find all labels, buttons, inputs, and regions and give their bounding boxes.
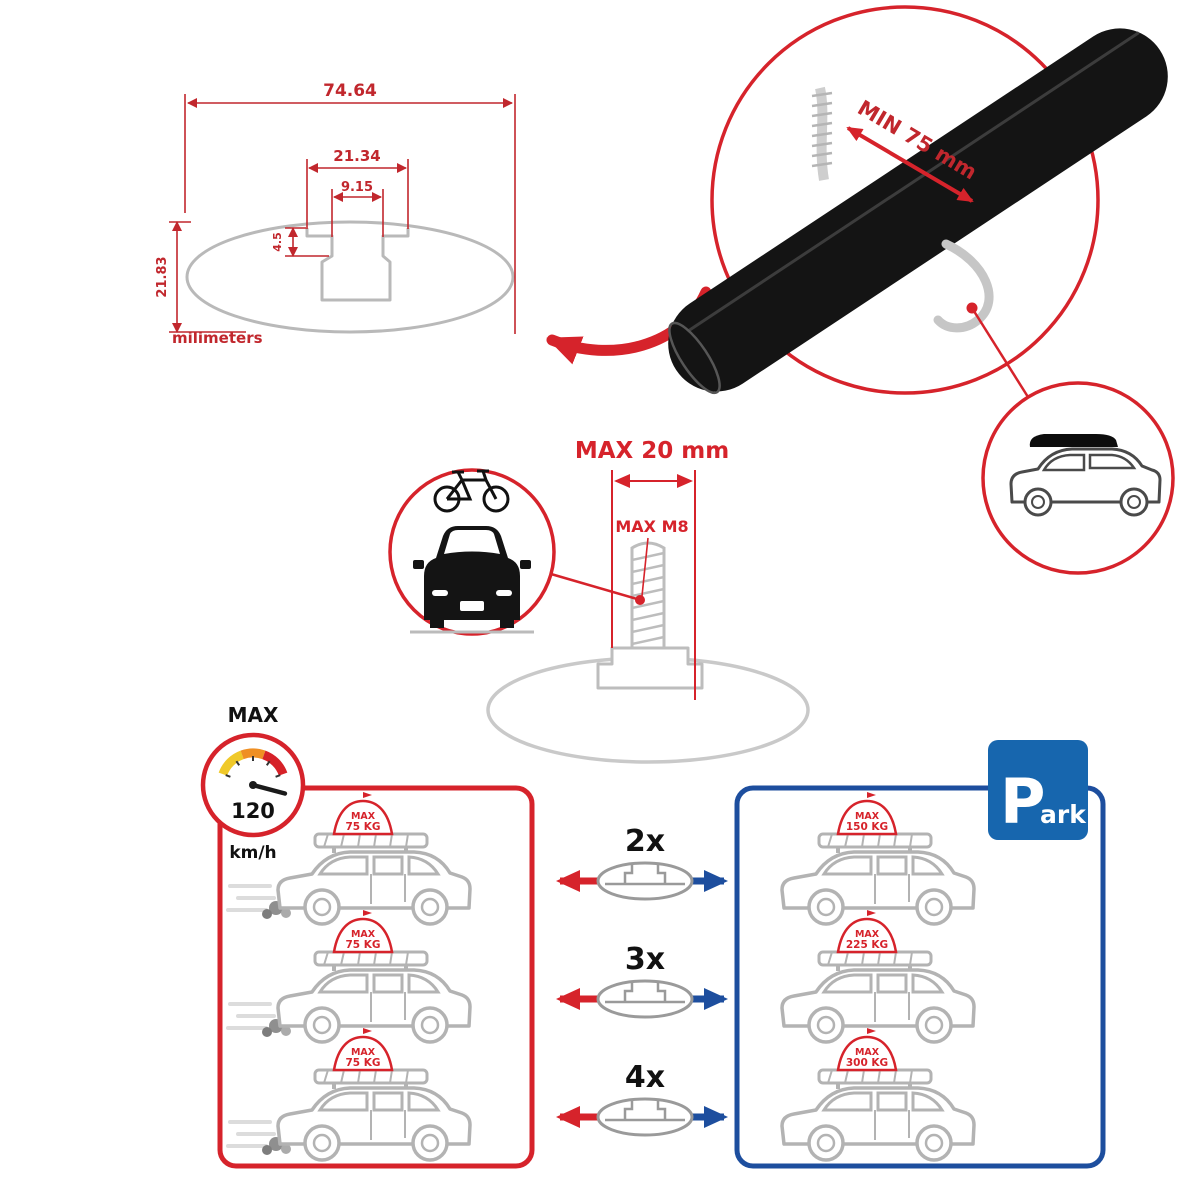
- tag-line2: 75 KG: [345, 1057, 380, 1069]
- tag-line2: 75 KG: [345, 821, 380, 833]
- fixing-bolt-diagram: MAX 20 mm MAX M8: [388, 438, 810, 764]
- suv-side-icon: [780, 832, 976, 926]
- park-sign: P ark: [988, 740, 1088, 840]
- multiplier-row-3: 4x: [556, 1060, 728, 1137]
- crossbar-profile-drawing: [185, 220, 515, 334]
- crossbar-end-icon: [596, 861, 694, 901]
- dim-total-height: 21.83: [155, 256, 170, 297]
- u-bolt-hook: [933, 239, 994, 333]
- crossbar-photo: [668, 28, 1168, 395]
- dimension-lines: [169, 94, 516, 334]
- speed-value: 120: [231, 799, 275, 823]
- suv-car-left-2: MAX 75 KG: [226, 908, 472, 1044]
- bolt-leader-line: [550, 572, 638, 601]
- park-sign-letter: P: [1000, 765, 1045, 838]
- cross-section-dimension-diagram: 74.64 21.34 9.15 4.5 21.83 milimeters: [155, 81, 712, 365]
- bolt-icon: [596, 541, 704, 690]
- crossbar-end-icon: [596, 979, 694, 1019]
- load-tag: MAX 300 KG: [836, 1026, 898, 1072]
- suv-car-left-1: MAX 75 KG: [226, 790, 472, 926]
- multiplier-row-1: 2x: [556, 824, 728, 901]
- leader-line: [970, 307, 1030, 398]
- tag-line1: MAX: [855, 1047, 880, 1058]
- load-tag: MAX 75 KG: [332, 1026, 394, 1072]
- park-sign-suffix: ark: [1040, 800, 1087, 829]
- tag-line1: MAX: [351, 929, 376, 940]
- multiplier-label: 4x: [625, 1060, 665, 1095]
- suv-car-right-2: MAX 225 KG: [780, 908, 976, 1044]
- load-tag: MAX 150 KG: [836, 790, 898, 836]
- speed-limit-gauge: MAX 120 km/h: [200, 703, 306, 863]
- multiplier-label: 3x: [625, 942, 665, 977]
- closeup-circle: [710, 5, 1100, 395]
- units-label: milimeters: [172, 329, 263, 347]
- tag-line1: MAX: [855, 811, 880, 822]
- suv-car-right-1: MAX 150 KG: [780, 790, 976, 926]
- dim-slot-inner-width: 9.15: [341, 180, 373, 195]
- crossbar-end-icon: [596, 1097, 694, 1137]
- speed-unit: km/h: [229, 843, 276, 863]
- suv-side-icon: [780, 950, 976, 1044]
- load-tag: MAX 75 KG: [332, 908, 394, 954]
- bicycle-icon: [433, 469, 510, 513]
- tag-line2: 150 KG: [846, 821, 888, 833]
- bolt-max-thread-label: MAX M8: [615, 517, 688, 536]
- suv-side-icon: [780, 1068, 976, 1162]
- min-span-arrow: [846, 126, 974, 203]
- car-bike-bubble: [388, 468, 556, 636]
- multiplier-row-2: 3x: [556, 942, 728, 1019]
- multiplier-label: 2x: [625, 824, 665, 859]
- load-tag: MAX 75 KG: [332, 790, 394, 836]
- suv-side-icon: [276, 1068, 472, 1162]
- bolt-dimension-lines: [611, 470, 696, 700]
- car-front-icon: [410, 526, 534, 634]
- total-load-box: [734, 785, 1106, 1169]
- tag-line2: 300 KG: [846, 1057, 888, 1069]
- dim-slot-outer-width: 21.34: [333, 147, 380, 165]
- gauge-needle: [250, 782, 288, 796]
- bolt-max-length-label: MAX 20 mm: [575, 438, 729, 464]
- tag-line1: MAX: [351, 1047, 376, 1058]
- speed-max-label: MAX: [228, 703, 279, 727]
- suv-side-icon: [276, 832, 472, 926]
- single-bar-box: [217, 785, 535, 1169]
- dim-total-width: 74.64: [323, 81, 377, 101]
- suv-roofbox-bubble: [981, 381, 1175, 575]
- load-tag: MAX 225 KG: [836, 908, 898, 954]
- bolt-leader-dot: [635, 595, 645, 605]
- u-bolt-clamp-icon: [811, 86, 833, 181]
- crossbar-endcap: [668, 321, 721, 395]
- tag-line2: 225 KG: [846, 939, 888, 951]
- suv-car-right-3: MAX 300 KG: [780, 1026, 976, 1162]
- suv-side-icon: [276, 950, 472, 1044]
- tag-line2: 75 KG: [345, 939, 380, 951]
- load-capacity-section: MAX 120 km/h P ark 2x 3x: [200, 703, 1106, 1169]
- tag-line1: MAX: [855, 929, 880, 940]
- crossbar-closeup: MIN 75 mm: [668, 5, 1175, 575]
- roof-box-suv-icon: [1009, 434, 1162, 517]
- tag-line1: MAX: [351, 811, 376, 822]
- dim-lip-depth: 4.5: [271, 232, 284, 252]
- suv-car-left-3: MAX 75 KG: [226, 1026, 472, 1162]
